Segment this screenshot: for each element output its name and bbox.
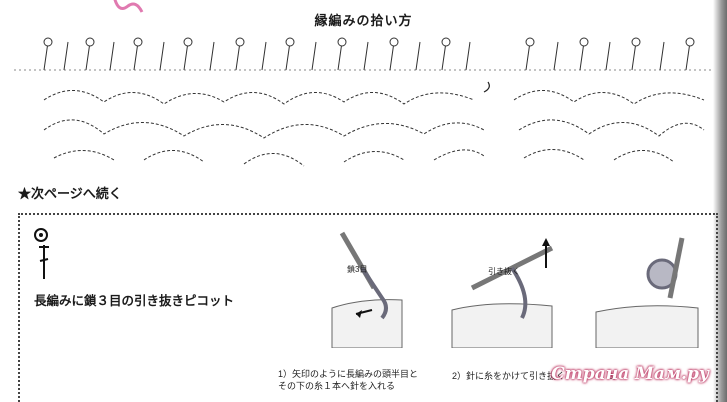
step-2-callout: 引き抜く — [488, 267, 520, 276]
stitch-instruction-box — [18, 213, 718, 402]
crochet-edging-chart — [14, 37, 714, 167]
picot-stitch-symbol — [34, 228, 49, 279]
step-2-illustration — [442, 228, 582, 349]
page-title: 縁編みの拾い方 — [314, 13, 413, 28]
step-2-caption: 2）針に糸をかけて引き抜く — [452, 371, 566, 381]
step-3-illustration — [592, 228, 702, 349]
decorative-pink-mark — [113, 0, 144, 13]
continue-next-page-note: ★次ページへ続く — [18, 186, 122, 201]
stitch-name-label: 長編みに鎖３目の引き抜きピコット — [34, 294, 235, 308]
step-1-callout: 鎖3目 — [347, 265, 368, 274]
step-1-illustration — [272, 228, 532, 349]
step-3-caption: 3） — [608, 371, 623, 381]
watermark: Страна Мам.ру — [551, 364, 709, 384]
step-1-caption: 1）矢印のように長編みの頭半目と その下の糸１本へ針を入れる — [278, 369, 419, 391]
